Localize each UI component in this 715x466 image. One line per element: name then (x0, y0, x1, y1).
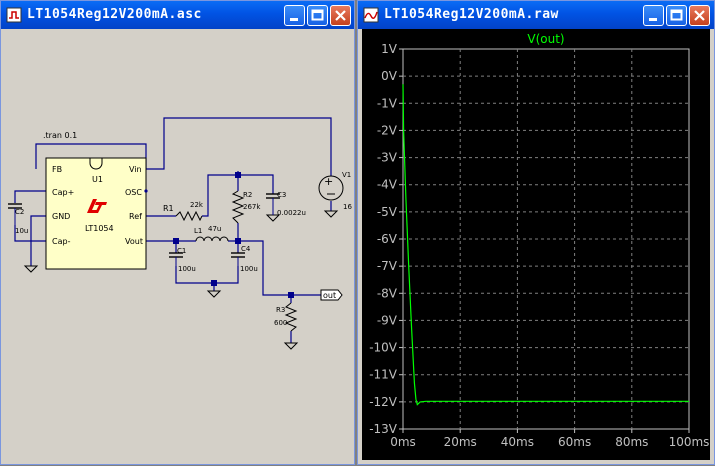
waveform-plot-area[interactable]: V(out) 1V 0V -1V -2V -3V -4V -5V -6V -7V -8V -9V -1… (362, 29, 710, 460)
close-button[interactable] (689, 5, 710, 26)
maximize-button[interactable] (307, 5, 328, 26)
pin-fb-label: FB (52, 165, 62, 174)
c3-ref: C3 (277, 191, 286, 199)
pin-vout-label: Vout (125, 237, 143, 246)
y-tick-label: -2V (377, 123, 398, 137)
y-tick-label: -10V (369, 341, 398, 355)
c4-value: 100u (240, 265, 258, 273)
minimize-icon (649, 18, 657, 21)
close-icon (694, 10, 705, 21)
x-tick-label: 60ms (558, 435, 591, 449)
c2-value: 10u (15, 227, 28, 235)
x-tick-label: 80ms (615, 435, 648, 449)
lt-logo-icon (87, 199, 107, 213)
ic-name-label: LT1054 (85, 224, 114, 233)
x-tick-label: 40ms (501, 435, 534, 449)
pin-osc-label: OSC (125, 188, 142, 197)
l1-ref: L1 (194, 227, 202, 235)
y-tick-label: -5V (377, 205, 398, 219)
pin-vin-label: Vin (129, 165, 142, 174)
x-tick-label: 100ms (669, 435, 710, 449)
v1-ref: V1 (342, 171, 351, 179)
trace-label: V(out) (527, 32, 564, 46)
r3-value: 600 (274, 319, 287, 327)
pin-capplus-label: Cap+ (52, 188, 74, 197)
r2-ref: R2 (243, 191, 252, 199)
c2-ref: C2 (15, 208, 24, 216)
maximize-icon (311, 9, 324, 21)
y-tick-label: -13V (369, 422, 398, 436)
maximize-icon (670, 9, 683, 21)
waveform-file-icon (363, 7, 379, 23)
tran-directive: .tran 0.1 (43, 131, 77, 140)
y-tick-label: -12V (369, 395, 398, 409)
pin-gnd-label: GND (52, 212, 70, 221)
v1-value: 16 (343, 203, 352, 211)
l1-value: 47u (208, 225, 221, 233)
minimize-icon (290, 18, 298, 21)
v1-plus-sign: + (324, 175, 333, 188)
y-tick-label: -4V (377, 178, 398, 192)
schematic-window: LT1054Reg12V200mA.asc (0, 0, 355, 465)
y-tick-label: -7V (377, 259, 398, 273)
minimize-button[interactable] (284, 5, 305, 26)
ic-ref-label: U1 (92, 175, 103, 184)
r1-value: 22k (190, 201, 204, 209)
schematic-drawing: + (8, 117, 344, 350)
c1-ref: C1 (177, 247, 186, 255)
y-tick-label: 1V (381, 42, 398, 56)
waveform-window-title: LT1054Reg12V200mA.raw (384, 7, 559, 22)
y-tick-label: -9V (377, 313, 398, 327)
schematic-canvas[interactable]: + .tran 0.1 FB Vin Cap+ OSC GND Ref Cap-… (5, 29, 352, 460)
minimize-button[interactable] (643, 5, 664, 26)
maximize-button[interactable] (666, 5, 687, 26)
schematic-file-icon (6, 7, 22, 23)
y-tick-label: -1V (377, 96, 398, 110)
pin-capminus-label: Cap- (52, 237, 71, 246)
r2-value: 267k (243, 203, 261, 211)
pin-ref-label: Ref (129, 212, 142, 221)
y-tick-label: 0V (381, 69, 398, 83)
waveform-titlebar[interactable]: LT1054Reg12V200mA.raw (358, 1, 714, 29)
c4-ref: C4 (241, 245, 251, 253)
close-icon (335, 10, 346, 21)
waveform-window: LT1054Reg12V200mA.raw V(out) 1V 0V -1V -2V -… (357, 0, 715, 465)
trace-vout (402, 84, 689, 406)
waveform-chart: V(out) 1V 0V -1V -2V -3V -4V -5V -6V -7V -8V -9V -1… (369, 32, 710, 449)
r3-ref: R3 (276, 306, 285, 314)
y-tick-label: -6V (377, 232, 398, 246)
c1-value: 100u (178, 265, 196, 273)
schematic-labels: .tran 0.1 FB Vin Cap+ OSC GND Ref Cap- V… (15, 131, 352, 327)
y-tick-label: -8V (377, 286, 398, 300)
schematic-titlebar[interactable]: LT1054Reg12V200mA.asc (1, 1, 354, 29)
y-tick-label: -3V (377, 151, 398, 165)
r1-ref: R1 (163, 204, 174, 213)
c3-value: 0.0022u (277, 209, 306, 217)
x-tick-label: 20ms (444, 435, 477, 449)
ic-body (45, 157, 147, 270)
schematic-window-title: LT1054Reg12V200mA.asc (27, 7, 202, 22)
out-net-label: out (323, 291, 336, 300)
y-tick-label: -11V (369, 368, 398, 382)
x-tick-label: 0ms (390, 435, 416, 449)
close-button[interactable] (330, 5, 351, 26)
